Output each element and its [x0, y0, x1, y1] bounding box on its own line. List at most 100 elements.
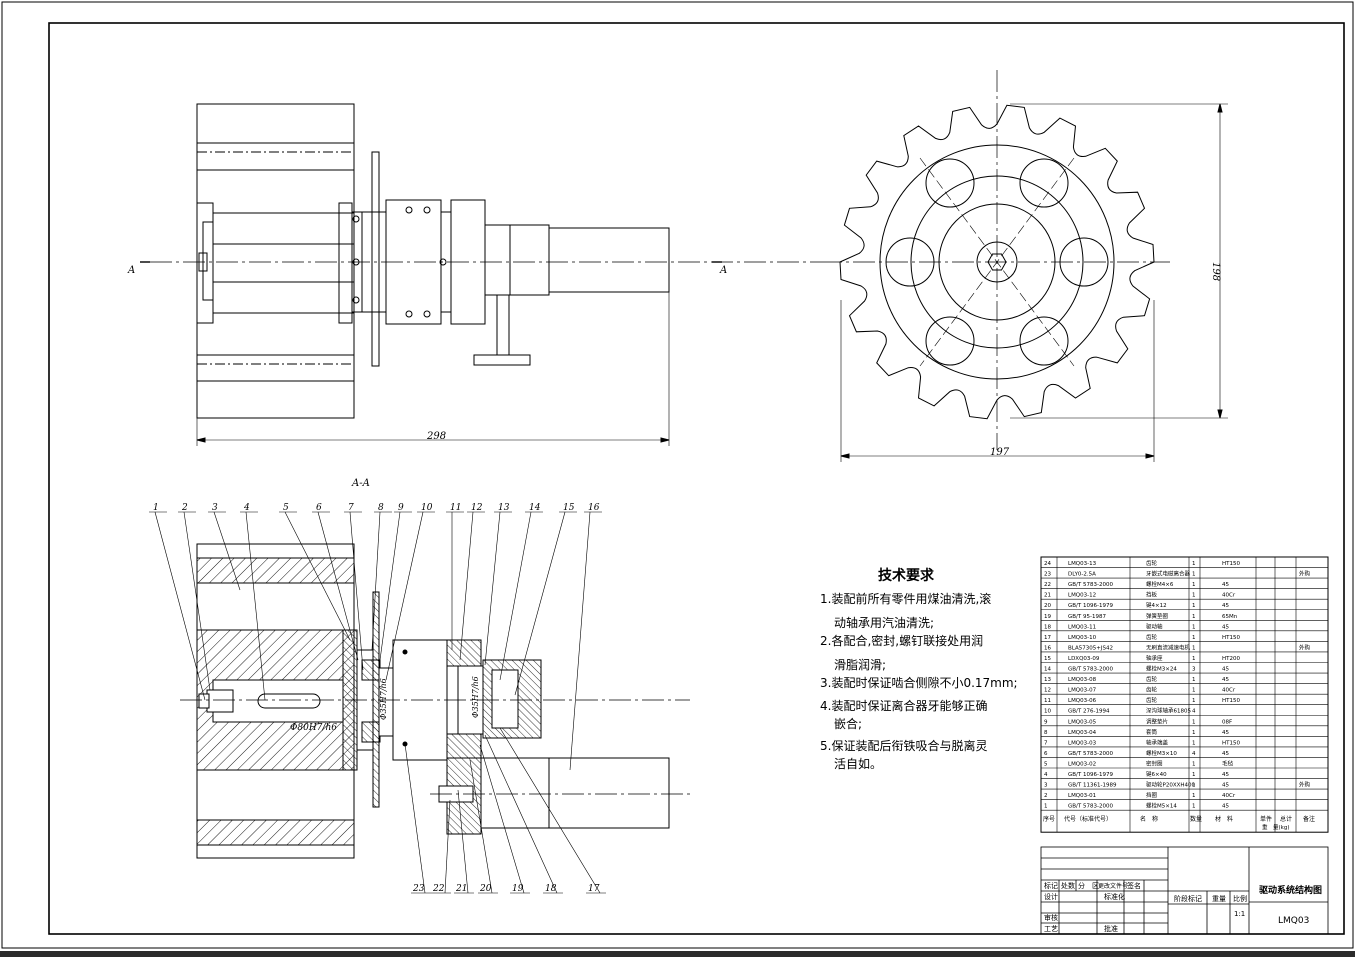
bom-cell: 17 [1044, 635, 1051, 641]
bom-cell: LMQ03-06 [1068, 698, 1097, 704]
bom-header-cell: 代号（标准代号） [1064, 815, 1112, 823]
callout-15: 15 [563, 503, 575, 513]
bom-cell: 键6×40 [1146, 770, 1167, 778]
drawing-title: 驱动系统结构图 [1259, 884, 1322, 896]
tech-note-line: 嵌合; [834, 716, 862, 731]
bom-header-cell: 材 料 [1215, 815, 1233, 823]
bom-cell: 外购 [1299, 570, 1311, 578]
callout-2: 2 [181, 503, 188, 513]
bom-cell: LMQ03-03 [1068, 740, 1097, 746]
bom-cell: 1 [1192, 582, 1196, 588]
bom-cell: LMQ03-13 [1068, 561, 1097, 567]
bom-cell: 1 [1192, 730, 1196, 736]
taskbar [0, 951, 1355, 957]
bom-cell: 45 [1222, 751, 1229, 757]
bom-cell: 1 [1192, 645, 1196, 651]
bom-cell: 齿轮 [1146, 696, 1158, 704]
bom-header-cell: 单件 [1260, 815, 1272, 823]
bom-cell: GB/T 5783-2000 [1068, 751, 1113, 757]
callout-14: 14 [529, 503, 541, 513]
callout-16: 16 [588, 503, 600, 513]
section-marker-left: A [127, 265, 135, 276]
bom-cell: 挡圈 [1146, 791, 1158, 799]
bom-cell: HT200 [1222, 656, 1240, 662]
callout-6: 6 [316, 503, 322, 513]
bom-cell: HT150 [1222, 698, 1240, 704]
tech-note-line: 1.装配前所有零件用煤油清洗,滚 [820, 591, 991, 606]
callout-leader [379, 511, 401, 661]
bom-cell: 1 [1192, 561, 1196, 567]
bom-cell: 9 [1044, 719, 1048, 725]
bom-cell: 8 [1044, 730, 1048, 736]
bom-cell: 45 [1222, 667, 1229, 673]
callout-22: 22 [432, 884, 445, 894]
callout-leader [459, 511, 474, 661]
bom-cell: 毛毡 [1222, 759, 1234, 767]
bom-cell: 螺栓M4×6 [1146, 580, 1174, 588]
scale-label: 比例 [1233, 894, 1247, 903]
bom-cell: GB/T 276-1994 [1068, 709, 1110, 715]
bom-cell: 轴承端盖 [1146, 738, 1169, 746]
callout-19: 19 [512, 884, 524, 894]
bom-header-cell: 总计 [1280, 815, 1292, 823]
bom-cell: 1 [1192, 635, 1196, 641]
bom-cell: 24 [1044, 561, 1051, 567]
bom-cell: 45 [1222, 624, 1229, 630]
drawing-number: LMQ03 [1278, 916, 1309, 926]
section-view [180, 543, 690, 859]
bom-cell: 套筒 [1146, 728, 1158, 736]
bom-cell: 螺栓M3×10 [1146, 749, 1177, 757]
bom-cell: GB/T 5783-2000 [1068, 667, 1113, 673]
callout-leader [245, 511, 266, 701]
role-approve: 批准 [1104, 924, 1118, 933]
callout-leader [569, 511, 591, 771]
bom-cell: 1 [1192, 593, 1196, 599]
bom-cell: 12 [1044, 688, 1051, 694]
bom-cell: 45 [1222, 730, 1229, 736]
tech-note-line: 活自如。 [834, 756, 882, 771]
callout-leader [514, 511, 566, 696]
callout-23: 23 [412, 884, 425, 894]
stage-label: 阶段标记 [1174, 894, 1202, 903]
callout-leader [284, 511, 351, 641]
bom-header-cell: 序号 [1043, 815, 1055, 823]
bom-cell: 1 [1192, 656, 1196, 662]
callout-leader [371, 511, 381, 651]
callout-17: 17 [588, 884, 600, 894]
bom-cell: LDXQ03-09 [1068, 656, 1100, 662]
bom-cell: 6 [1044, 751, 1048, 757]
bom-cell: 1 [1192, 761, 1196, 767]
bom-cell: 1 [1192, 793, 1196, 799]
bom-cell: 齿轮 [1146, 633, 1158, 641]
bom-cell: LMQ03-05 [1068, 719, 1097, 725]
bom-cell: 18 [1044, 624, 1051, 630]
bom-cell: 3 [1044, 783, 1048, 789]
callout-leader [444, 799, 451, 894]
rev-label-3: 分 区 [1078, 881, 1099, 890]
role-design: 设计 [1044, 892, 1058, 901]
callout-4: 4 [243, 503, 250, 513]
bom-cell: GB/T 95-1987 [1068, 614, 1106, 620]
bom-cell: 15 [1044, 656, 1051, 662]
bom-cell: 40Cr [1222, 793, 1236, 799]
bom-cell: 挡板 [1146, 591, 1158, 599]
callout-leader [404, 743, 426, 894]
bom-cell: HT150 [1222, 635, 1240, 641]
bom-cell: 无刷直流减速电机 [1146, 643, 1191, 651]
tech-note-line: 3.装配时保证啮合侧隙不小0.17mm; [820, 675, 1018, 690]
callout-8: 8 [378, 503, 384, 513]
fit-label-2: Φ35H7/h6 [379, 678, 388, 720]
rev-label-2: 处数 [1061, 881, 1075, 890]
tech-note-line: 5.保证装配后衔铁吸合与脱离灵 [820, 738, 987, 753]
bom-cell: LMQ03-08 [1068, 677, 1097, 683]
bom-cell: LMQ03-07 [1068, 688, 1097, 694]
bom-cell: 齿轮 [1146, 686, 1158, 694]
title-block [1040, 846, 1329, 935]
bom-cell: 螺栓M5×14 [1146, 802, 1177, 810]
dim-wheel-height: 198 [1210, 262, 1221, 281]
bom-cell: DLY0-2.5A [1068, 572, 1096, 578]
bom-cell: 螺栓M3×24 [1146, 665, 1177, 673]
bom-cell: LMQ03-04 [1068, 730, 1097, 736]
bom-cell: BLA57305+JS42 [1068, 645, 1113, 651]
bom-cell: 1 [1192, 772, 1196, 778]
